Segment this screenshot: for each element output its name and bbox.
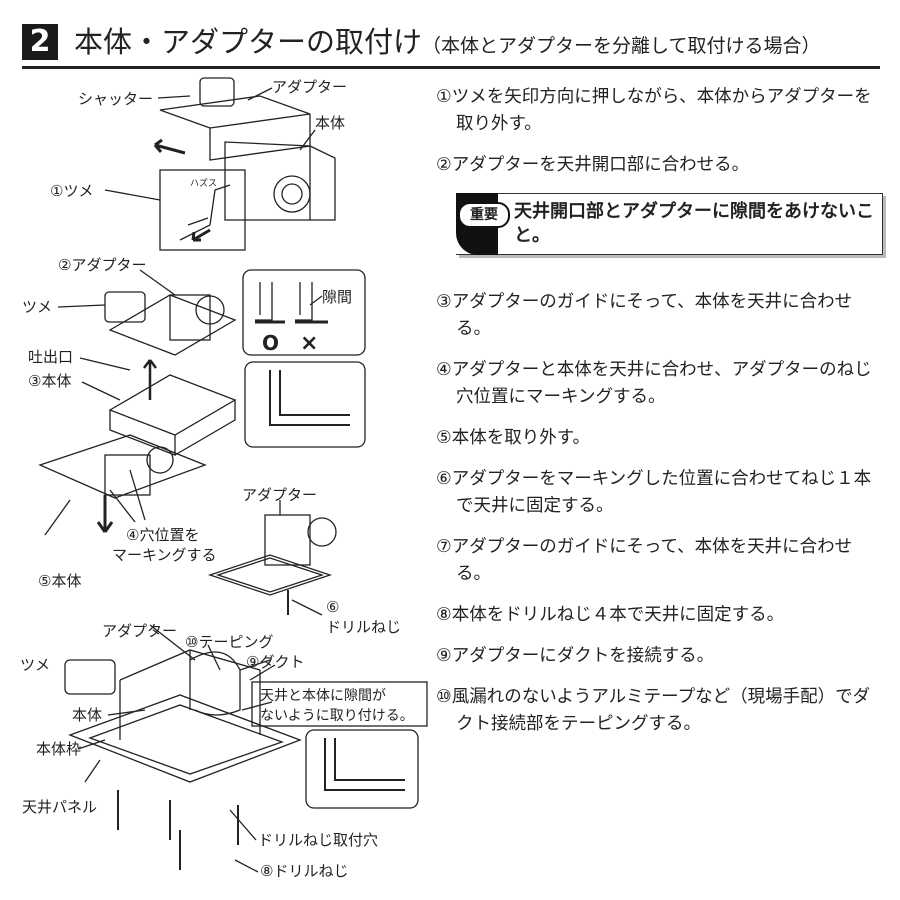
label-adapter-6: アダプター [242, 486, 317, 504]
label-tsume-2: ツメ [22, 298, 52, 316]
figure-3 [38, 434, 207, 536]
body-3-outline [108, 374, 237, 436]
push-arrow [153, 138, 186, 155]
step-4: ④アダプターと本体を天井に合わせ、アダプターのねじ穴位置にマーキングする。 [436, 360, 872, 407]
label-body-3: ③本体 [28, 372, 71, 390]
label-gap: 隙間 [322, 288, 352, 306]
step-8: ⑧本体をドリルねじ４本で天井に固定する。 [436, 605, 785, 625]
mark-ok: O [262, 331, 279, 355]
section-title: 本体・アダプターの取付け（本体とアダプターを分離して取付ける場合） [74, 22, 820, 66]
step-9: ⑨アダプターにダクトを接続する。 [436, 646, 715, 666]
label-mark-hole-1: ④穴位置を [126, 526, 199, 544]
label-body-frame: 本体枠 [36, 740, 81, 758]
shutter-duct [199, 77, 235, 107]
step-10: ⑩風漏れのないようアルミテープなど（現場手配）でダクト接続部をテーピングする。 [436, 687, 871, 734]
section-detail-box [244, 361, 366, 448]
mark-ng: × [300, 331, 318, 356]
ceiling-panel [68, 694, 302, 783]
installation-illustration: シャッター アダプター 本体 ①ツメ ハズス ②アダプター ツメ 隙間 O × … [20, 77, 428, 880]
claw-detail-2 [104, 291, 146, 323]
step-1: ①ツメを矢印方向に押しながら、本体からアダプターを取り外す。 [436, 87, 872, 134]
label-screw-hole: ドリルねじ取付穴 [258, 831, 378, 849]
label-note-1: 天井と本体に隙間が [260, 688, 386, 704]
title-sub: （本体とアダプターを分離して取付ける場合） [422, 35, 821, 57]
label-tsume-1: ①ツメ [50, 182, 93, 200]
instruction-steps: ①ツメを矢印方向に押しながら、本体からアダプターを取り外す。 ②アダプターを天井… [436, 84, 886, 752]
label-adapter-2: ②アダプター [58, 256, 146, 274]
label-mark-hole-2: マーキングする [112, 546, 217, 564]
important-notice: 重要 天井開口部とアダプターに隙間をあけないこと。 [456, 193, 883, 255]
adapter-6-plate [207, 554, 333, 596]
figure-1 [153, 77, 336, 251]
section-header: 2 本体・アダプターの取付け（本体とアダプターを分離して取付ける場合） [22, 20, 880, 69]
note-box [251, 681, 428, 727]
figure-4 [207, 500, 337, 616]
drill-screws [117, 790, 239, 870]
step-7: ⑦アダプターのガイドにそって、本体を天井に合わせる。 [436, 537, 853, 584]
important-badge: 重要 [458, 202, 510, 228]
label-body-5: ⑤本体 [38, 572, 81, 590]
label-body-top: 本体 [315, 114, 345, 132]
seal-detail-box [305, 729, 419, 809]
label-ceiling-panel: 天井パネル [22, 798, 97, 816]
claw-detail-box [159, 169, 246, 251]
step-3: ③アダプターのガイドにそって、本体を天井に合わせる。 [436, 292, 853, 339]
body-frame [88, 704, 284, 775]
step-2: ②アダプターを天井開口部に合わせる。 [436, 155, 750, 175]
claw-detail-3 [64, 659, 116, 695]
step-6: ⑥アダプターをマーキングした位置に合わせてねじ１本で天井に固定する。 [436, 469, 872, 516]
label-screw-6: ドリルねじ [326, 618, 401, 636]
duct-connection [189, 651, 241, 716]
label-outlet: 吐出口 [28, 348, 73, 366]
label-body-bottom: 本体 [72, 706, 102, 724]
label-adapter-top: アダプター [272, 78, 347, 96]
ceiling-opening-3 [38, 434, 207, 499]
label-duct: ⑨ダクト [246, 653, 304, 671]
important-text: 天井開口部とアダプターに隙間をあけないこと。 [514, 201, 874, 246]
section-number: 2 [22, 24, 58, 60]
down-arrow [96, 495, 114, 533]
up-arrow [143, 359, 157, 400]
gap-detail-box [242, 269, 366, 356]
label-adapter-bottom: アダプター [102, 622, 177, 640]
label-note-2: ないように取り付ける。 [260, 708, 414, 724]
label-tsume-3: ツメ [20, 656, 50, 674]
fan-opening [273, 175, 311, 213]
label-taping: ⑩テーピング [185, 633, 273, 651]
label-screw-6-num: ⑥ [326, 598, 339, 616]
label-hazusu: ハズス [190, 177, 217, 189]
figure-2 [104, 269, 366, 456]
pull-arrow [191, 228, 211, 242]
label-shutter: シャッター [78, 90, 153, 108]
body-box [224, 141, 311, 221]
step-5: ⑤本体を取り外す。 [436, 428, 590, 448]
adapter-plate [159, 95, 311, 129]
title-main: 本体・アダプターの取付け [74, 25, 423, 59]
label-screw-8: ⑧ドリルねじ [260, 862, 348, 880]
figure-5 [64, 649, 428, 870]
